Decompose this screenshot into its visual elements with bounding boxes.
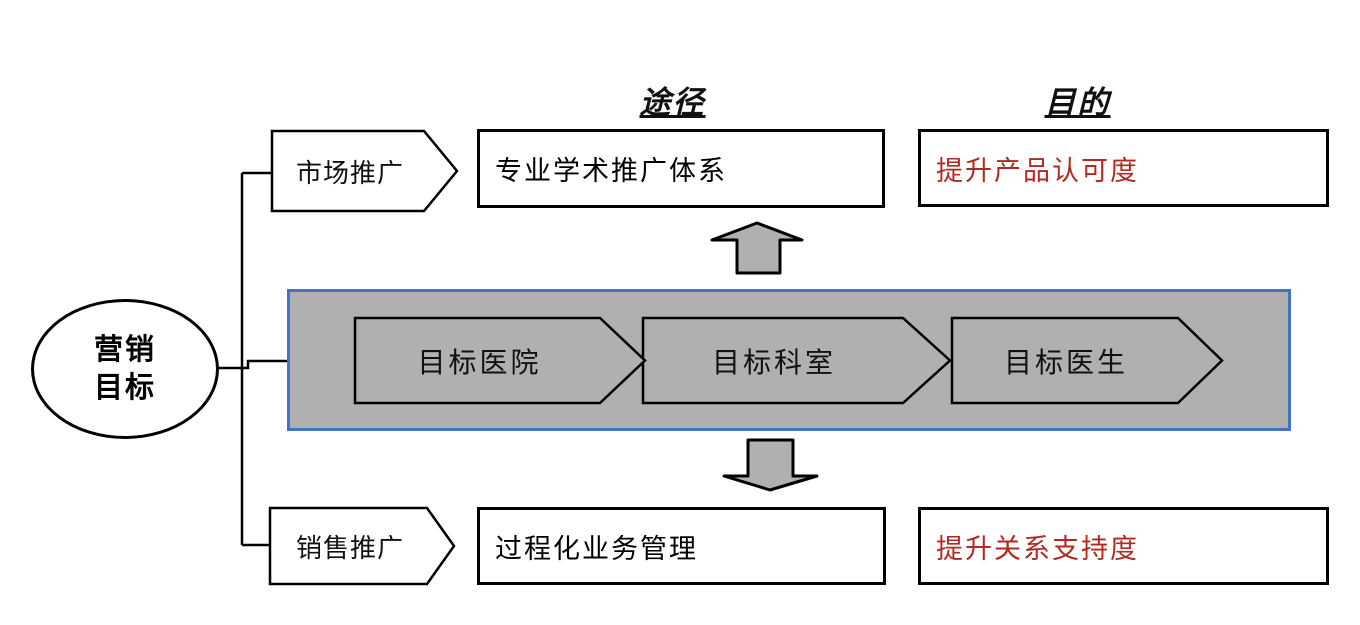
- box-relationship-support: 提升关系支持度: [918, 507, 1329, 585]
- box-academic-promotion-system: 专业学术推广体系: [477, 129, 885, 208]
- pentagon-market-promotion: [270, 129, 459, 213]
- pentagon-market-promotion-label: 市场推广: [295, 158, 404, 188]
- pentagon-sales-promotion-label: 销售推广: [295, 533, 404, 563]
- up-arrow-icon: [710, 221, 804, 275]
- marketing-goal-ellipse: 营销 目标: [31, 299, 219, 439]
- box-academic-promotion-system-text: 专业学术推广体系: [495, 156, 727, 186]
- box-process-business-management: 过程化业务管理: [477, 507, 886, 585]
- box-relationship-support-text: 提升关系支持度: [936, 533, 1139, 564]
- target-chevrons-front: [353, 316, 1224, 405]
- connector-lines: [216, 171, 288, 547]
- pentagon-sales-promotion: [268, 506, 456, 586]
- box-product-recognition: 提升产品认可度: [918, 129, 1329, 207]
- down-arrow-icon: [722, 438, 819, 492]
- box-product-recognition-text: 提升产品认可度: [936, 155, 1139, 186]
- chevron-target-department-shape: [641, 316, 952, 405]
- chevron-target-hospital-shape: [353, 316, 647, 405]
- box-process-business-management-text: 过程化业务管理: [495, 533, 698, 564]
- chevron-target-department-label: 目标科室: [711, 347, 836, 379]
- chevron-target-doctor-label: 目标医生: [1003, 347, 1128, 379]
- header-purpose: 目的: [1044, 84, 1111, 120]
- header-approach: 途径: [639, 84, 706, 120]
- chevron-target-doctor-shape: [950, 316, 1224, 405]
- chevron-target-hospital-label: 目标医院: [417, 347, 542, 379]
